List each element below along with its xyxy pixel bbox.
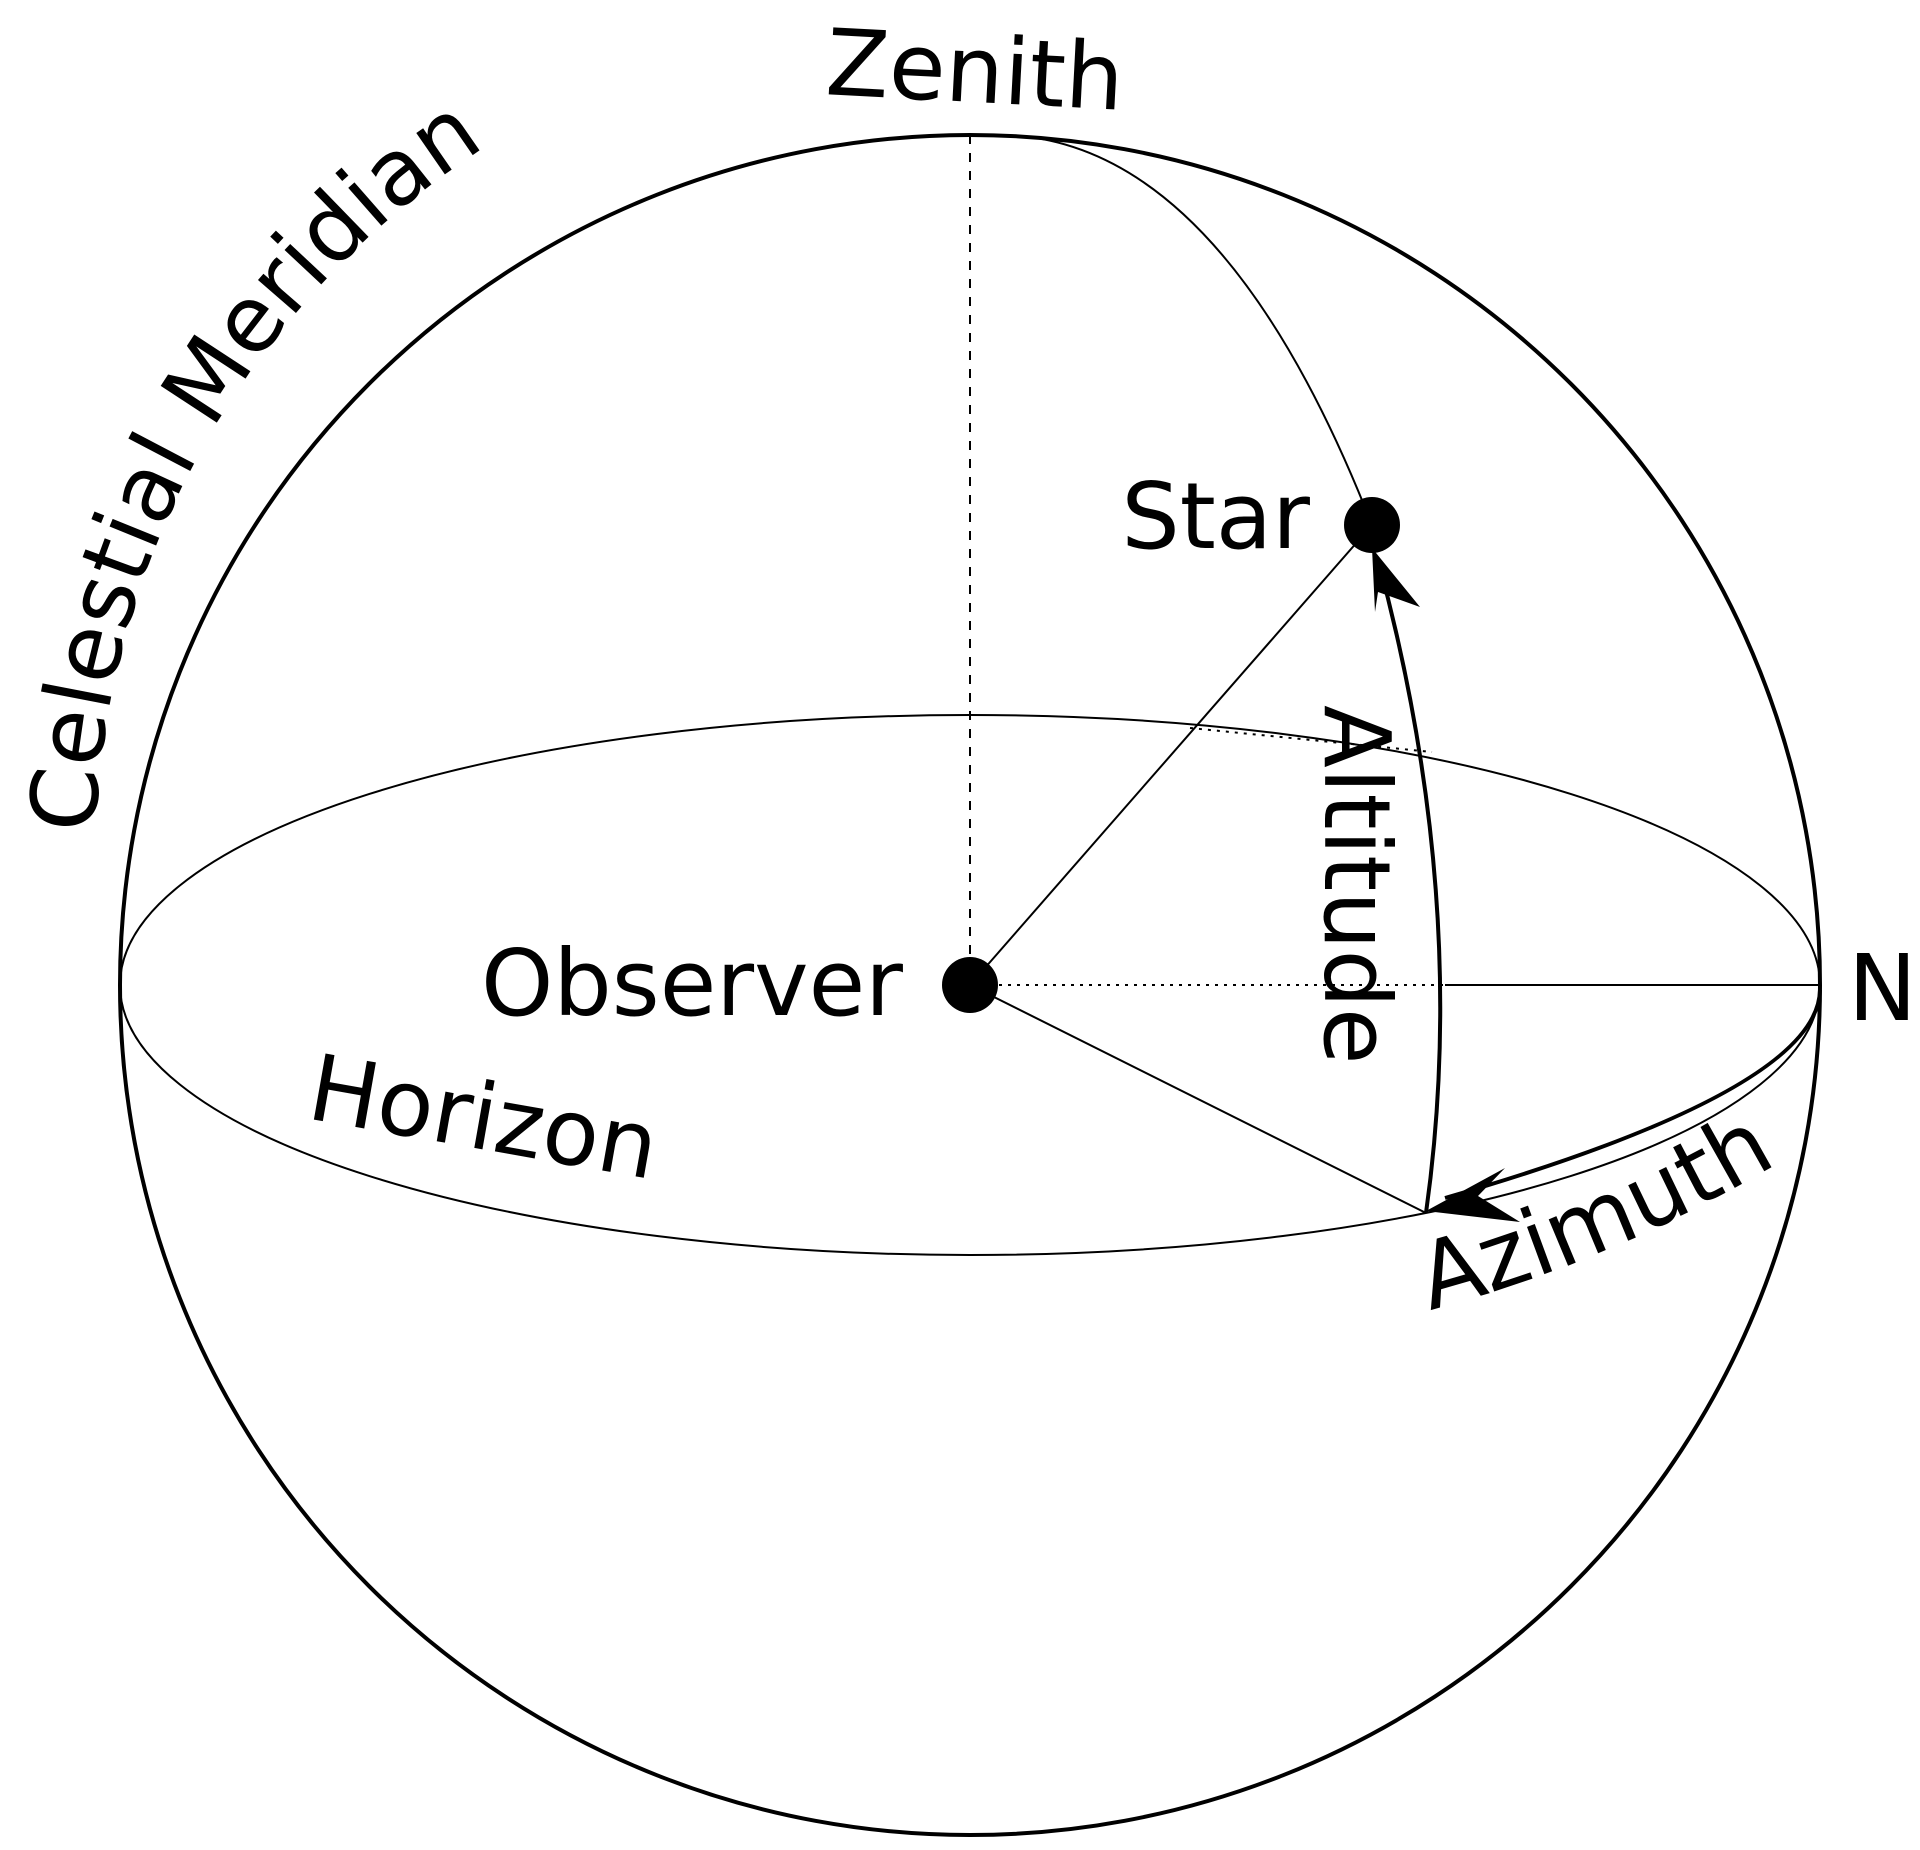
star-label: Star	[1121, 463, 1310, 570]
zenith-label: Zenith	[824, 9, 1127, 131]
celestial-meridian-text: Celestial Meridian	[10, 76, 498, 835]
altitude-label: Altitude	[1303, 705, 1410, 1065]
azimuth-arrowhead	[1426, 1168, 1520, 1222]
altitude-arc	[1376, 559, 1443, 1214]
celestial-meridian-label: Celestial Meridian	[10, 76, 498, 835]
observer-star-line	[969, 524, 1373, 986]
observer-point	[942, 957, 998, 1013]
star-hour-arc	[1002, 134, 1371, 521]
north-label: N	[1848, 935, 1917, 1042]
observer-label: Observer	[481, 930, 903, 1037]
horizon-label: Horizon	[301, 1034, 666, 1200]
altitude-arrowhead	[1372, 548, 1420, 612]
observer-projection-line	[969, 984, 1427, 1214]
star-point	[1344, 497, 1400, 553]
azimuth-arc	[1444, 989, 1822, 1200]
